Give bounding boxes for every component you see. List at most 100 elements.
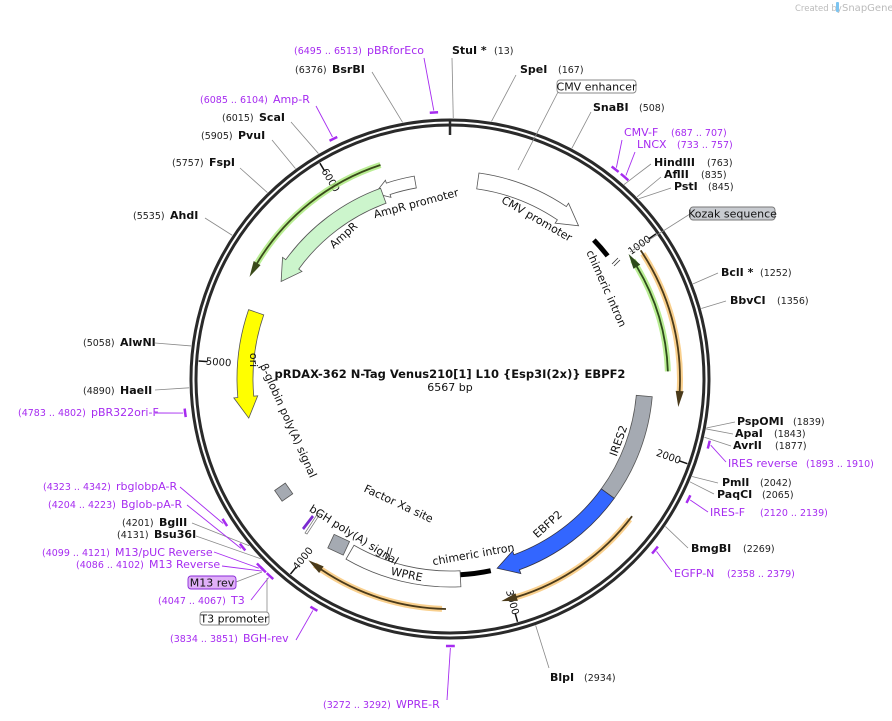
enzyme-site-name[interactable]: ScaI [259,111,285,124]
primer-name[interactable]: LNCX [637,138,667,151]
plasmid-title: pRDAX-362 N-Tag Venus210[1] L10 {Esp3I(2… [275,367,626,381]
boxed-feature-leader [235,571,263,583]
primer-name[interactable]: IRES reverse [728,457,798,470]
feature-label-factor-xa[interactable]: Factor Xa site [362,482,436,525]
enzyme-site-name[interactable]: Bsu36I [154,528,196,541]
tick-mark [678,459,688,465]
tick-mark [289,566,297,575]
enzyme-leader-line [195,535,261,560]
primer-name[interactable]: BGH-rev [243,632,289,645]
primer-binding-mark [328,135,338,142]
enzyme-site-name[interactable]: BmgBI [691,542,731,555]
enzyme-site-name[interactable]: PstI [674,180,698,193]
primer-binding-mark [221,518,229,527]
enzyme-site-name[interactable]: AlwNI [120,336,156,349]
tick-mark [198,360,208,363]
primer-name[interactable]: EGFP-N [674,567,714,580]
beta-globin-polya-box [274,482,294,502]
enzyme-site-name[interactable]: BlpI [550,671,574,684]
enzyme-leader-line [691,476,719,484]
primer-name[interactable]: IRES-F [710,506,745,519]
primer-name[interactable]: M13 Reverse [149,558,220,571]
primer-name[interactable]: T3 [230,594,245,607]
enzyme-site-name[interactable]: ApaI [735,427,763,440]
enzyme-site-name[interactable]: BclI * [721,266,754,279]
enzyme-site-name[interactable]: PaqCI [717,488,752,501]
snapgene-logo-icon [836,2,839,12]
primer-range: (4047 .. 4067) [158,596,226,607]
tick-mark [514,612,519,622]
enzyme-site-name[interactable]: AvrII [733,439,762,452]
primer-leader-line [615,139,623,168]
features-layer [233,162,684,612]
enzyme-site-name[interactable]: BbvCI [730,294,766,307]
enzyme-site-name[interactable]: HaeII [120,384,152,397]
primer-name[interactable]: WPRE-R [396,698,440,711]
feature-label-ori[interactable]: ori [247,353,260,367]
bgh-primer-arrow [302,515,314,530]
primer-binding-mark [265,572,275,581]
primer-leader-line [315,105,333,138]
backbone-outer-strand [189,118,711,640]
enzyme-leader-line [706,421,736,429]
feature-label-chimeric-intron-1[interactable]: chimeric intron [583,248,629,329]
primer-leader-line [656,551,673,573]
boxed-feature-t3-promoter-label[interactable]: T3 promoter [199,613,269,626]
factor-xa-mark [387,547,393,562]
enzyme-leader-line [689,481,715,495]
plasmid-length: 6567 bp [427,381,472,394]
enzyme-site-position: (2065) [762,490,794,501]
enzyme-site-name[interactable]: FspI [209,156,235,169]
right-green-highlight [630,258,671,372]
enzyme-site-position: (835) [701,170,727,181]
right-orange-orf-arrow [639,249,684,408]
enzyme-site-name[interactable]: SnaBI [593,101,629,114]
primer-name[interactable]: rbglobpA-R [116,480,177,493]
primer-name[interactable]: CMV-F [624,126,658,139]
primer-name[interactable]: Bglob-pA-R [121,498,183,511]
enzyme-site-position: (4890) [83,386,115,397]
enzyme-leader-line [665,526,689,549]
ampr-orf-arrow [249,164,381,277]
primer-name[interactable]: pBRforEco [367,44,424,57]
enzyme-site-position: (1877) [775,441,807,452]
enzyme-site-name[interactable]: BsrBI [332,63,365,76]
factor-xa-mark [384,546,390,561]
enzyme-site-name[interactable]: HindIII [654,156,695,169]
boxed-feature-m13-rev-label[interactable]: M13 rev [190,577,235,590]
chimeric-intron-1-bar [592,238,610,258]
primer-name[interactable]: pBR322ori-F [91,406,159,419]
enzyme-site-position: (845) [708,182,734,193]
boxed-feature-leader [517,91,559,171]
primer-range: (4323 .. 4342) [43,482,111,493]
primer-range: (2120 .. 2139) [760,508,828,519]
primer-binding-mark [183,408,187,418]
enzyme-leader-line [701,300,727,309]
primer-leader-line [710,444,727,463]
primer-leader-line [250,577,269,601]
watermark-brand: SnapGene [842,3,892,14]
boxed-feature-cmv-enhancer-label[interactable]: CMV enhancer [557,81,637,94]
enzyme-site-name[interactable]: PvuI [238,129,265,142]
intron-stub [613,259,621,267]
enzyme-site-name[interactable]: AhdI [170,209,198,222]
enzyme-site-position: (2042) [760,478,792,489]
primer-name[interactable]: M13/pUC Reverse [115,546,213,559]
enzyme-site-position: (5757) [172,158,204,169]
primer-binding-mark [620,172,630,182]
tick-label: 2000 [655,448,683,467]
enzyme-site-name[interactable]: SpeI [520,63,547,76]
enzyme-site-name[interactable]: BglII [159,516,187,529]
enzyme-site-name[interactable]: PspOMI [737,415,784,428]
boxed-feature-kozak-label[interactable]: Kozak sequence [688,208,777,221]
primer-leader-line [221,565,262,572]
boxed-feature-m13-rev-box [187,575,237,590]
primer-name[interactable]: Amp-R [273,93,310,106]
boxed-feature-kozak-box [689,206,776,221]
tick-mark [319,162,326,172]
enzyme-site-name[interactable]: PmlI [722,476,749,489]
enzyme-site-name[interactable]: StuI * [452,44,487,57]
enzyme-site-name[interactable]: AflII [664,168,689,181]
wpre-bar [345,544,462,588]
